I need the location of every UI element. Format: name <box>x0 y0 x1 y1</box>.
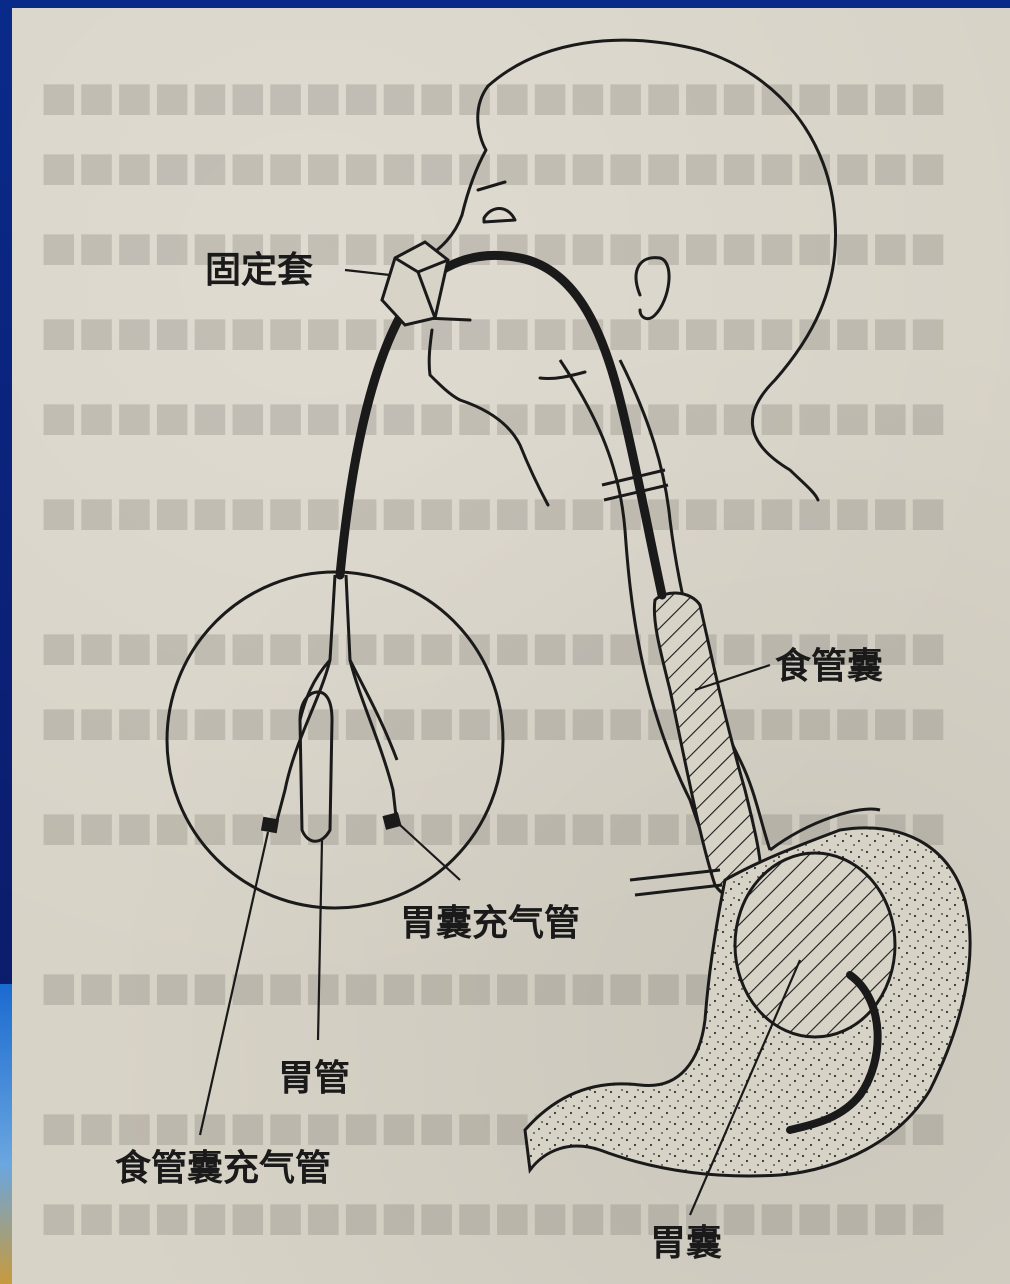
label-fixing-sleeve: 固定套 <box>205 249 313 291</box>
esophageal-balloon-inflation-tube-tip <box>261 817 279 834</box>
svg-text:■■■■■■■■■■■■■■■■■■■■■■■■: ■■■■■■■■■■■■■■■■■■■■■■■■ <box>40 223 947 270</box>
photo-of-book-page: ■■■■■■■■■■■■■■■■■■■■■■■■ ■■■■■■■■■■■■■■■… <box>12 8 1010 1284</box>
svg-text:■■■■■■■■■■■■■■■■■■■■■■■■: ■■■■■■■■■■■■■■■■■■■■■■■■ <box>40 143 947 190</box>
label-gastric-balloon: 胃囊 <box>650 1222 722 1264</box>
svg-text:■■■■■■■■■■■■■■■■■■■■■■■■: ■■■■■■■■■■■■■■■■■■■■■■■■ <box>40 488 947 535</box>
svg-text:■■■■■■■■■■■■■■■■■■■■■■■■: ■■■■■■■■■■■■■■■■■■■■■■■■ <box>40 698 947 745</box>
label-esophageal-balloon: 食管囊 <box>775 645 883 687</box>
label-gastric-tube: 胃管 <box>278 1057 350 1099</box>
sengstaken-tube-diagram: ■■■■■■■■■■■■■■■■■■■■■■■■ ■■■■■■■■■■■■■■■… <box>12 8 1010 1284</box>
label-esophageal-balloon-inflation-tube: 食管囊充气管 <box>115 1147 331 1189</box>
label-gastric-balloon-inflation-tube: 胃囊充气管 <box>400 902 580 944</box>
svg-text:■■■■■■■■■■■■■■■■■■■■■■■■: ■■■■■■■■■■■■■■■■■■■■■■■■ <box>40 1193 947 1240</box>
